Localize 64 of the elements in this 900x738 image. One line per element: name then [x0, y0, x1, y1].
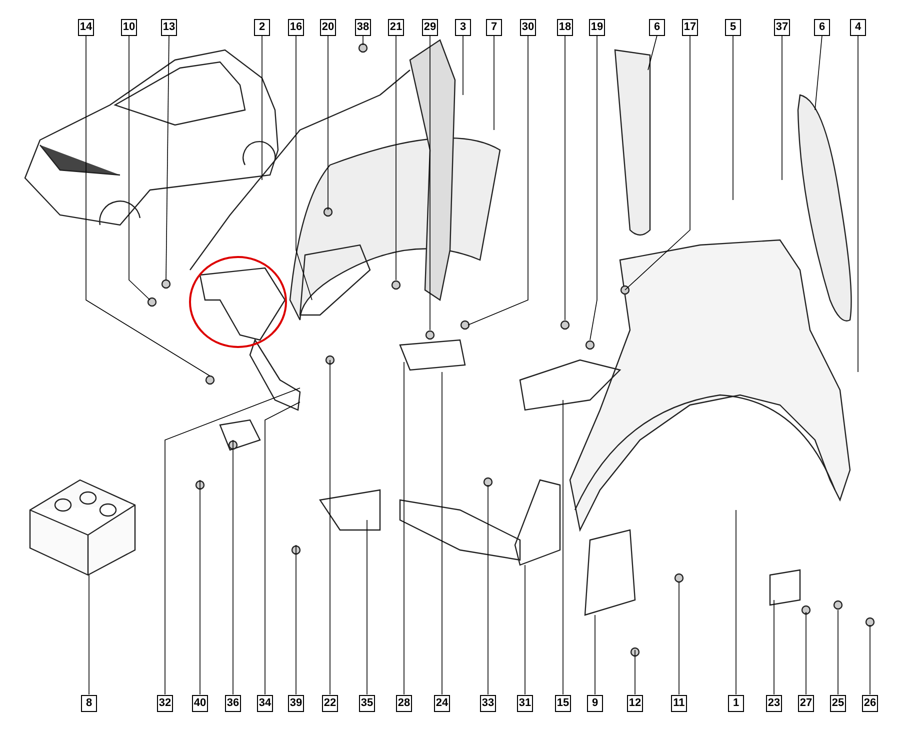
callout-number: 14 — [78, 18, 94, 36]
leader-line — [564, 35, 566, 320]
callout-number: 29 — [422, 18, 438, 36]
leader-line — [166, 35, 170, 280]
leader-line — [128, 35, 150, 300]
callout-number: 31 — [517, 694, 533, 712]
callout-number: 15 — [555, 694, 571, 712]
callout-number: 21 — [388, 18, 404, 36]
leader-line — [232, 440, 234, 695]
callout-number: 7 — [486, 18, 502, 36]
leader-line — [366, 520, 368, 695]
callout-number: 17 — [682, 18, 698, 36]
leader-line — [814, 35, 822, 110]
leader-line — [296, 35, 312, 300]
callout-number: 3 — [455, 18, 471, 36]
leader-line — [86, 35, 210, 376]
callout-number: 13 — [161, 18, 177, 36]
callout-number: 4 — [850, 18, 866, 36]
callout-number: 5 — [725, 18, 741, 36]
callout-number: 10 — [121, 18, 137, 36]
callout-number: 6 — [649, 18, 665, 36]
callout-number: 27 — [798, 694, 814, 712]
callout-number: 12 — [627, 694, 643, 712]
callout-number: 24 — [434, 694, 450, 712]
callout-number: 26 — [862, 694, 878, 712]
callout-number: 32 — [157, 694, 173, 712]
leader-line — [590, 35, 598, 340]
callout-number: 18 — [557, 18, 573, 36]
callout-number: 16 — [288, 18, 304, 36]
callout-number: 8 — [81, 694, 97, 712]
leader-line — [678, 582, 680, 695]
callout-number: 39 — [288, 694, 304, 712]
leader-line — [594, 614, 596, 695]
leader-line — [524, 564, 526, 695]
callout-number: 30 — [520, 18, 536, 36]
callout-number: 20 — [320, 18, 336, 36]
leader-line — [562, 400, 564, 695]
leader-line — [648, 35, 658, 70]
leader-line — [634, 650, 636, 695]
callout-number: 9 — [587, 694, 603, 712]
callout-number: 1 — [728, 694, 744, 712]
callout-number: 37 — [774, 18, 790, 36]
callout-number: 11 — [671, 694, 687, 712]
callout-number: 25 — [830, 694, 846, 712]
callout-number: 23 — [766, 694, 782, 712]
callout-number: 36 — [225, 694, 241, 712]
callout-number: 6 — [814, 18, 830, 36]
leader-line — [164, 388, 300, 695]
leader-line — [468, 35, 528, 326]
leader-line — [624, 35, 690, 290]
callout-number: 28 — [396, 694, 412, 712]
callout-number: 40 — [192, 694, 208, 712]
leader-line — [88, 574, 90, 695]
leader-line — [264, 402, 300, 695]
leader-line — [362, 35, 364, 46]
leader-line — [462, 35, 464, 96]
callout-number: 38 — [355, 18, 371, 36]
callout-number: 2 — [254, 18, 270, 36]
callout-number: 19 — [589, 18, 605, 36]
callout-number: 33 — [480, 694, 496, 712]
callout-number: 35 — [359, 694, 375, 712]
callout-number: 34 — [257, 694, 273, 712]
callout-number: 22 — [322, 694, 338, 712]
leader-line — [732, 35, 734, 200]
